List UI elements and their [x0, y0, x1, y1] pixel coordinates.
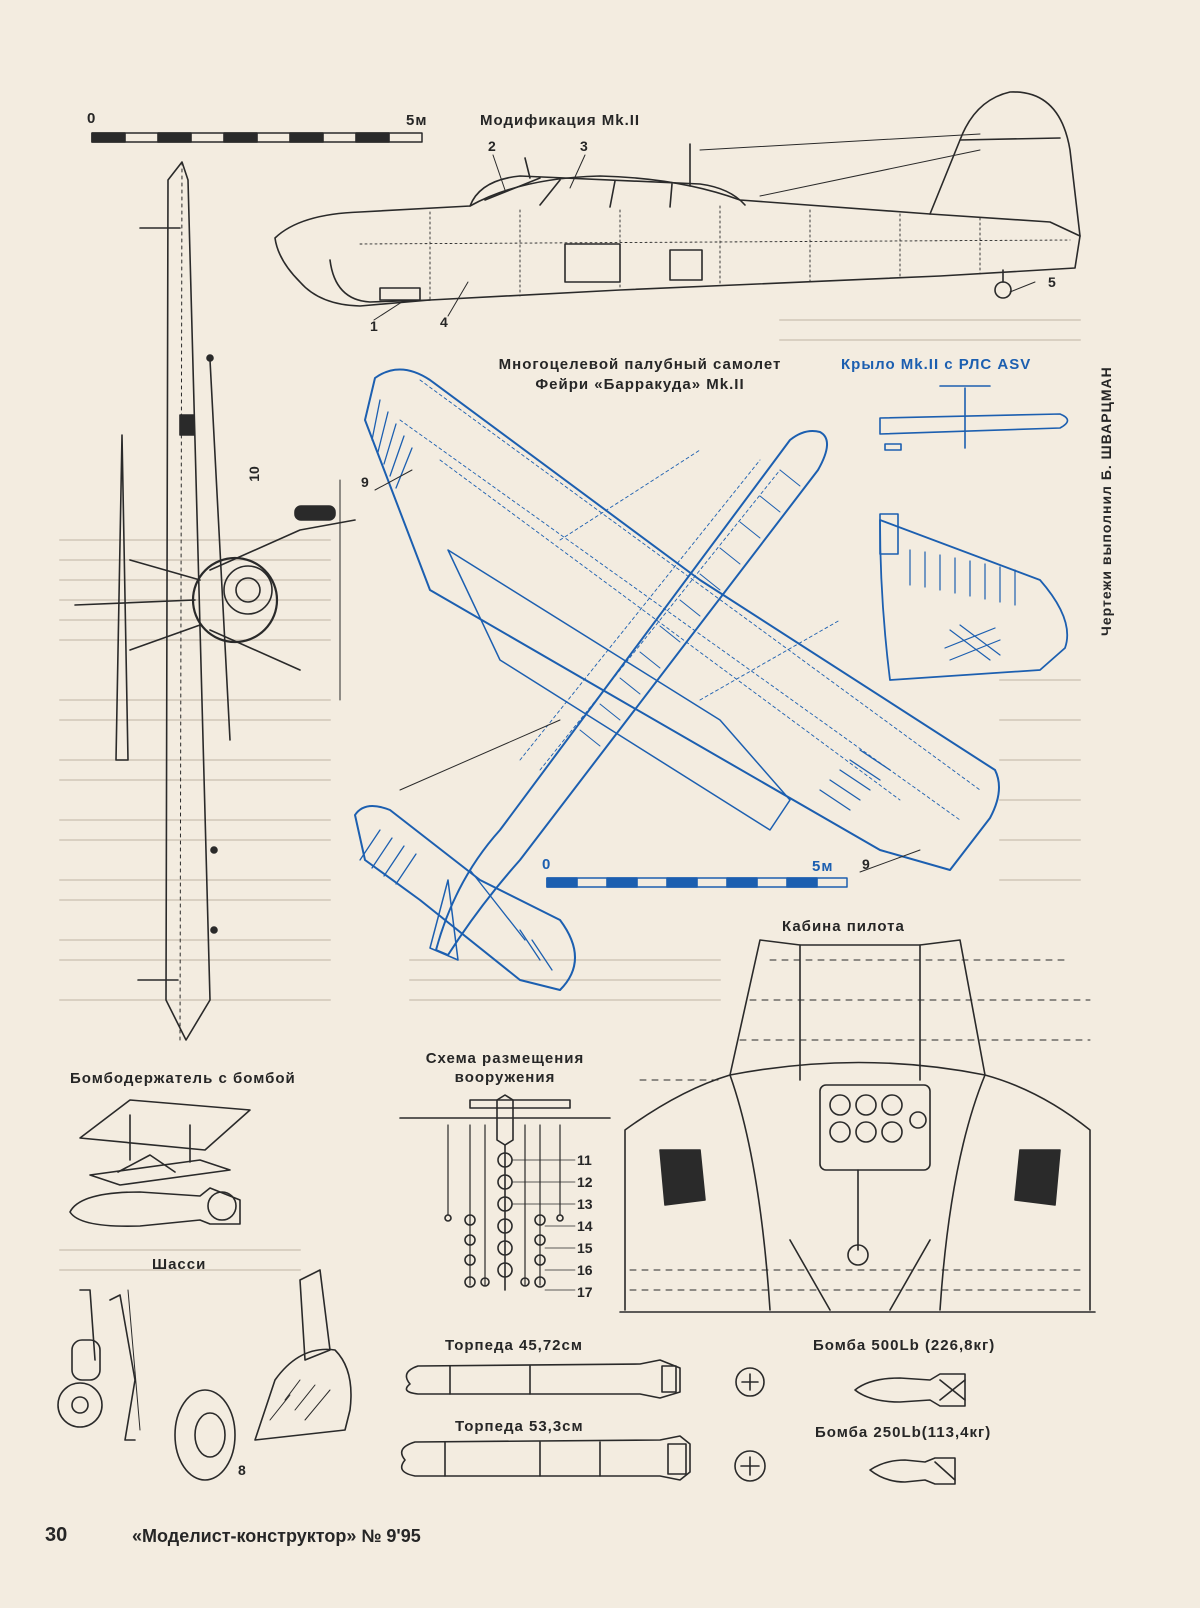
plan-view-drawing — [354, 368, 1000, 991]
page-number: 30 — [45, 1524, 68, 1546]
callout-9a: 9 — [361, 474, 369, 490]
callout-16: 16 — [577, 1262, 593, 1278]
bomb-500-drawing — [854, 1373, 966, 1407]
background-text-texture — [59, 319, 1081, 1271]
callout-2: 2 — [488, 138, 496, 154]
callout-17: 17 — [577, 1284, 593, 1300]
side-scale-start: 0 — [87, 110, 97, 127]
bomb-250-drawing — [869, 1457, 956, 1485]
callout-12: 12 — [577, 1174, 593, 1190]
callout-15: 15 — [577, 1240, 593, 1256]
front-view-drawing — [74, 161, 356, 1041]
cockpit-drawing — [619, 939, 1096, 1313]
callout-5: 5 — [1048, 274, 1056, 290]
torpedo-2-drawing — [400, 1435, 766, 1482]
torpedo-1-title: Торпеда 45,72см — [445, 1337, 583, 1354]
asv-wing-drawing — [879, 385, 1069, 681]
main-view-title-line1: Многоцелевой палубный самолет — [498, 356, 782, 373]
side-view-title: Модификация Mk.II — [480, 112, 641, 129]
callout-10: 10 — [245, 466, 262, 482]
landing-gear-drawing — [57, 1269, 352, 1481]
bomb-rack-drawing — [69, 1099, 251, 1228]
cockpit-title: Кабина пилота — [782, 918, 905, 935]
side-scale-end: 5м — [406, 112, 428, 129]
callout-1: 1 — [370, 318, 378, 334]
armament-title-line1: Схема размещения — [425, 1050, 585, 1067]
callout-11: 11 — [577, 1152, 592, 1168]
torpedo-2-title: Торпеда 53,3см — [455, 1418, 584, 1435]
journal-name: «Моделист-конструктор» № 9'95 — [132, 1526, 421, 1546]
callout-14: 14 — [577, 1218, 593, 1234]
callout-4: 4 — [440, 314, 448, 330]
armament-schema-drawing — [399, 1094, 611, 1291]
bomb-rack-title: Бомбодержатель с бомбой — [70, 1070, 296, 1087]
main-view-title-line2: Фейри «Барракуда» Mk.II — [535, 376, 745, 393]
armament-title-line2: вооружения — [454, 1069, 556, 1086]
side-view-scale-bar — [91, 132, 423, 143]
callout-3: 3 — [580, 138, 588, 154]
torpedo-1-drawing — [405, 1359, 765, 1399]
bomb-500-title: Бомба 500Lb (226,8кг) — [813, 1337, 996, 1354]
plan-view-scale-bar — [546, 877, 848, 888]
asv-wing-title: Крыло Mk.II с РЛС ASV — [841, 356, 1032, 373]
side-view-drawing — [91, 91, 1081, 321]
landing-gear-title: Шасси — [152, 1256, 207, 1273]
callout-13: 13 — [577, 1196, 593, 1212]
bomb-250-title: Бомба 250Lb(113,4кг) — [815, 1424, 992, 1441]
callout-8: 8 — [238, 1462, 246, 1478]
callout-9b: 9 — [862, 856, 870, 872]
drawings-credit: Чертежи выполнил Б. ШВАРЦМАН — [1098, 366, 1114, 636]
plan-scale-start: 0 — [542, 856, 552, 873]
plan-scale-end: 5м — [812, 858, 834, 875]
